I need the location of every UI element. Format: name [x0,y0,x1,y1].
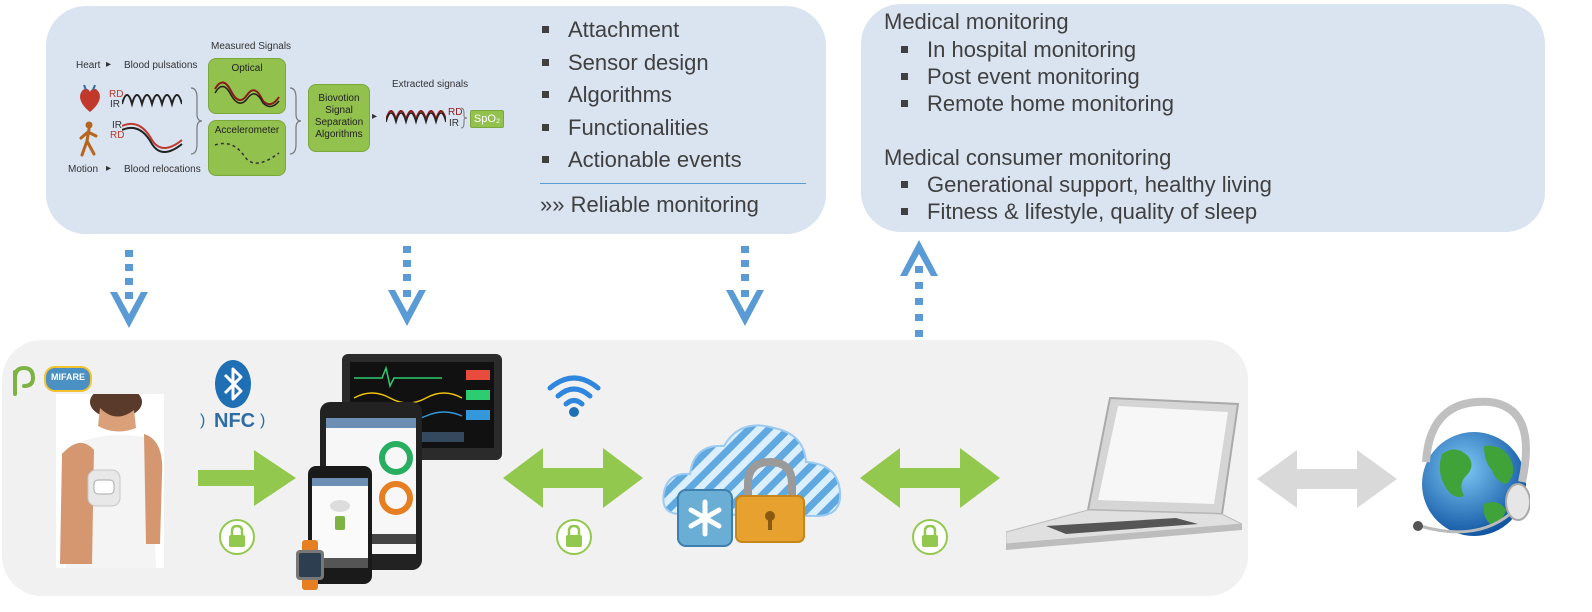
spo2-box: SpO₂ [470,110,504,128]
rd-label: RD [109,89,124,100]
optical-box: Optical [208,58,286,114]
rd-label-2: RD [110,130,125,141]
reliable-monitoring-text: »» Reliable monitoring [540,192,759,217]
blood-relocations-label: Blood relocations [124,164,201,175]
medical-monitoring-panel: Medical monitoring In hospital monitorin… [861,4,1545,232]
motion-label: Motion [68,164,99,175]
list-item: Post event monitoring [884,64,1174,91]
padlock-icon [735,458,805,543]
laptop-icon [1006,396,1242,550]
bullet-sensor-design: Sensor design [540,49,742,82]
motion-waveform [122,120,184,156]
green-double-arrow-icon [860,448,1000,508]
measured-signals-title: Measured Signals [211,41,292,52]
algorithm-line-4: Algorithms [315,129,363,140]
bracket [189,86,203,156]
extracted-waveform [386,100,446,128]
consumer-monitoring-heading: Medical consumer monitoring [884,145,1172,170]
runner-icon [78,121,100,159]
mifare-logo-icon: MIFARE [44,366,92,392]
medical-monitoring-heading: Medical monitoring [884,9,1069,34]
lock-icon [219,519,255,555]
bracket-2 [288,86,302,156]
optical-label: Optical [231,63,263,74]
medical-cross-icon [677,489,733,547]
arrow-glyph-3: ▸ [372,111,378,122]
wearable-person-image [56,394,164,568]
green-arrow-right-icon [198,450,296,506]
list-item: Fitness & lifestyle, quality of sleep [884,199,1272,226]
technology-panel: Measured Signals Heart ▸ Blood pulsation… [46,6,826,234]
heart-icon [78,84,102,114]
wifi-icon [547,375,601,417]
ir-label-2: IR [112,120,122,131]
arrow-glyph: ▸ [106,59,112,70]
lock-icon [556,519,592,555]
bluetooth-icon [215,360,251,408]
dotted-arrow-down-icon [110,250,148,328]
medical-monitoring-list: In hospital monitoring Post event monito… [884,37,1174,118]
arrow-glyph-2: ▸ [106,163,112,174]
nfc-icon: ) NFC ) [200,410,272,434]
nfc-waves-left: ) [200,412,206,429]
list-item: Generational support, healthy living [884,172,1272,199]
accelerometer-label: Accelerometer [214,125,280,136]
accelerometer-box: Accelerometer [208,120,286,176]
bullet-actionable-events: Actionable events [540,146,742,179]
signal-diagram: Measured Signals Heart ▸ Blood pulsation… [46,6,526,234]
pulse-waveform [122,84,182,112]
list-item: In hospital monitoring [884,37,1174,64]
ir-label-3: IR [449,118,459,129]
ir-label: IR [110,99,120,110]
rd-label-3: RD [448,107,463,118]
extracted-signals-label: Extracted signals [392,79,469,90]
list-item: Remote home monitoring [884,91,1174,118]
smartwatch-icon [296,540,324,590]
brand-logo-icon [13,365,36,396]
green-double-arrow-icon [503,448,643,508]
bullet-attachment: Attachment [540,16,742,49]
bullet-functionalities: Functionalities [540,114,742,147]
algorithm-line-2: Signal [325,105,353,116]
nfc-label: NFC [214,410,256,432]
heart-label: Heart [76,60,101,71]
algorithm-line-1: Biovotion [318,93,360,104]
consumer-monitoring-list: Generational support, healthy living Fit… [884,172,1272,226]
algorithm-box: Biovotion Signal Separation Algorithms [308,84,370,152]
dotted-arrow-down-icon [388,246,426,326]
grey-double-arrow-icon [1257,450,1397,508]
dotted-arrow-down-icon [726,246,764,326]
lock-icon [912,519,948,555]
algorithm-label: Biovotion Signal Separation Algorithms [309,93,369,141]
bullet-algorithms: Algorithms [540,81,742,114]
divider-line [540,183,806,184]
bracket-3 [460,107,468,129]
mifare-logo-text: MIFARE [50,372,85,382]
technology-bullet-list: Attachment Sensor design Algorithms Func… [540,16,742,179]
globe-headset-icon [1413,397,1530,536]
nfc-waves-right: ) [260,412,266,429]
algorithm-line-3: Separation [314,117,364,128]
blood-pulsations-label: Blood pulsations [124,60,198,71]
spo2-label: SpO₂ [473,113,501,125]
